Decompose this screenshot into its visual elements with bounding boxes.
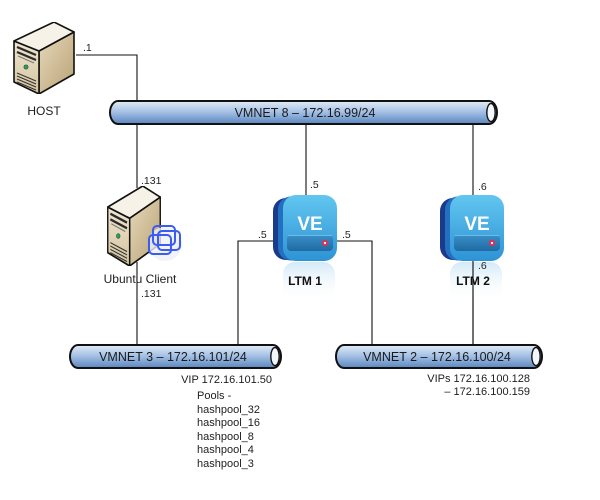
ltm2-label: LTM 2 xyxy=(456,274,490,288)
wire-ltm1-vmnet3 xyxy=(237,240,275,345)
pool-item: hashpool_16 xyxy=(197,417,260,429)
ve-reflection xyxy=(283,262,335,302)
node-ubuntu-client[interactable]: .131 Ubuntu Client .131 xyxy=(104,175,182,300)
pool-item: hashpool_8 xyxy=(197,431,254,443)
wire-host-vmnet8 xyxy=(76,54,138,101)
ltm2-ip-top-label: .6 xyxy=(478,181,487,193)
vmnet2-vip-range-line1: VIPs 172.16.100.128 xyxy=(427,373,530,385)
ve-reflection xyxy=(450,262,502,302)
pool-item: hashpool_3 xyxy=(197,458,254,470)
ltm1-label: LTM 1 xyxy=(288,274,322,288)
node-ltm2[interactable]: VE LTM 2 .6 .6 xyxy=(440,181,505,345)
ubuntu-ip-bottom-label: .131 xyxy=(141,288,162,300)
vmnet3-vip-note: VIP 172.16.101.50 xyxy=(181,374,272,386)
ltm1-ip-left-label: .5 xyxy=(258,229,267,241)
ubuntu-client-label: Ubuntu Client xyxy=(104,272,177,286)
node-host[interactable]: HOST .1 xyxy=(12,22,92,118)
ubuntu-ip-top-label: .131 xyxy=(141,175,162,187)
wire-ltm1-vmnet2 xyxy=(335,240,373,345)
ve-badge-text: VE xyxy=(297,214,322,235)
ltm1-ip-top-label: .5 xyxy=(310,179,319,191)
pool-list-title: Pools - xyxy=(197,390,232,402)
pool-list: Pools - hashpool_32 hashpool_16 hashpool… xyxy=(197,390,260,470)
vmnet8-label: VMNET 8 – 172.16.99/24 xyxy=(235,106,376,120)
host-ip-label: .1 xyxy=(83,42,92,54)
vmnet2-label: VMNET 2 – 172.16.100/24 xyxy=(363,350,511,364)
vmnet3-label: VMNET 3 – 172.16.101/24 xyxy=(99,350,247,364)
ve-badge-text: VE xyxy=(464,214,489,235)
pipe-end-cap xyxy=(486,102,496,123)
pool-item: hashpool_4 xyxy=(197,444,254,456)
pipe-end-cap xyxy=(531,346,541,367)
ltm2-ip-bottom-label: .6 xyxy=(478,260,487,272)
pool-item: hashpool_32 xyxy=(197,404,260,416)
host-label: HOST xyxy=(27,104,61,118)
network-pipe-vmnet3: VMNET 3 – 172.16.101/24 xyxy=(69,344,282,369)
ltm1-ip-right-label: .5 xyxy=(342,229,351,241)
vmware-icon xyxy=(148,225,182,261)
pipe-end-cap xyxy=(270,346,280,367)
node-ltm1[interactable]: VE LTM 1 .5 .5 .5 xyxy=(258,179,351,302)
server-tower-icon xyxy=(12,22,76,94)
network-pipe-vmnet2: VMNET 2 – 172.16.100/24 xyxy=(335,344,543,369)
network-pipe-vmnet8: VMNET 8 – 172.16.99/24 xyxy=(109,100,498,125)
vmnet2-vip-range-line2: – 172.16.100.159 xyxy=(444,386,530,398)
